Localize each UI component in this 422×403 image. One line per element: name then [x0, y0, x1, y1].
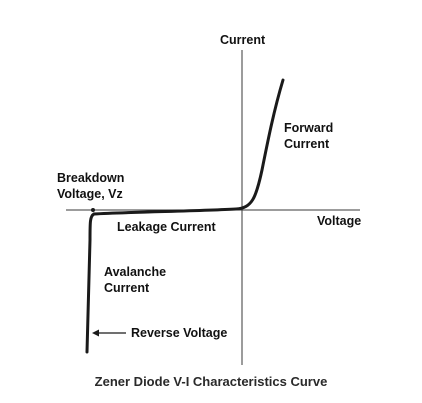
- avalanche-current-label-line2: Current: [104, 281, 150, 295]
- breakdown-point-marker: [91, 208, 95, 212]
- diagram-caption: Zener Diode V-I Characteristics Curve: [94, 374, 328, 389]
- forward-characteristic-curve: [92, 78, 285, 216]
- forward-current-label-line2: Current: [284, 137, 330, 151]
- avalanche-characteristic-curve: [85, 212, 96, 354]
- leakage-current-label: Leakage Current: [117, 220, 216, 234]
- breakdown-voltage-label-line1: Breakdown: [57, 171, 125, 185]
- breakdown-voltage-label-line2: Voltage, Vz: [57, 187, 123, 201]
- avalanche-current-label-line1: Avalanche: [104, 265, 167, 279]
- reverse-voltage-arrow-head: [92, 329, 99, 337]
- voltage-axis-label: Voltage: [317, 214, 362, 228]
- forward-current-label-line1: Forward: [284, 121, 334, 135]
- reverse-voltage-label: Reverse Voltage: [131, 326, 228, 340]
- current-axis-label: Current: [220, 33, 266, 47]
